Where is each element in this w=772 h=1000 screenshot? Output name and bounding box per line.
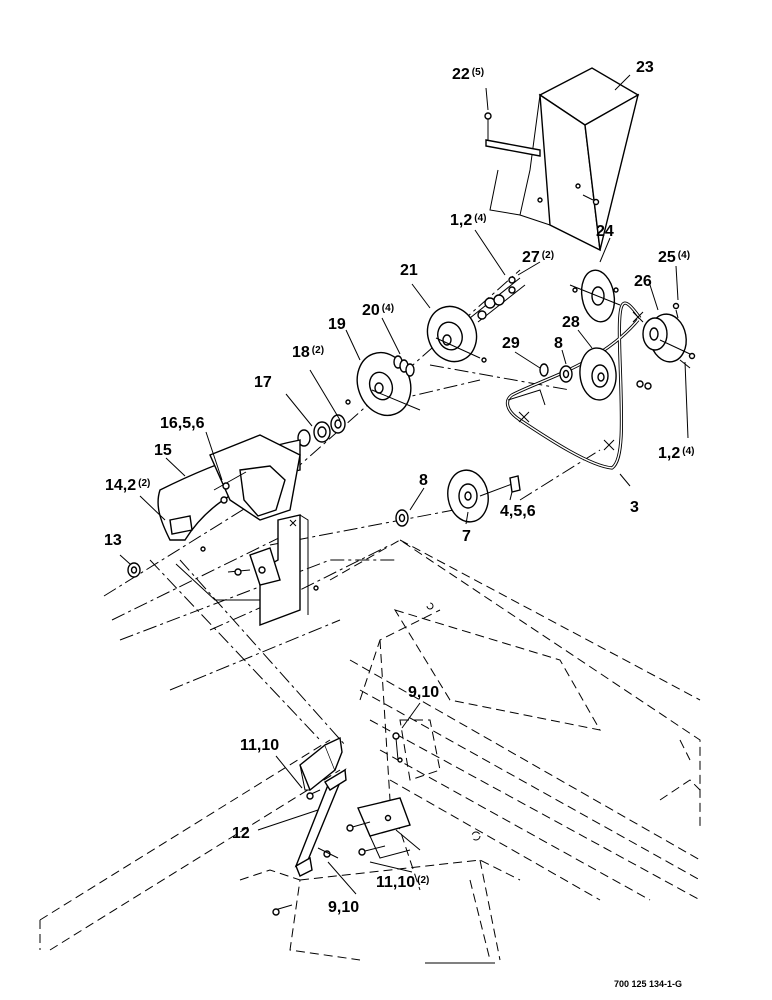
label-27: 27(2)	[522, 249, 554, 266]
drawing-code: 700 125 134-1-G	[614, 979, 682, 989]
shield-part-23	[485, 67, 640, 252]
label-8-lower: 8	[419, 472, 428, 489]
label-20: 20(4)	[362, 302, 394, 319]
cylinder-lower	[299, 736, 343, 792]
pulley-part-19	[356, 351, 421, 417]
bolts-part-1-2-upper	[469, 276, 526, 323]
label-3: 3	[630, 499, 639, 516]
label-25: 25(4)	[658, 249, 690, 266]
label-13: 13	[104, 532, 122, 549]
label-28: 28	[562, 314, 580, 331]
label-1-2-upper: 1,2(4)	[450, 212, 486, 229]
spacer-part-8-upper	[559, 365, 573, 383]
bolts-lower	[272, 732, 403, 916]
bracket-part-15	[157, 434, 301, 541]
label-26: 26	[634, 273, 652, 290]
bolt-part-22	[484, 112, 492, 140]
arm-part-12	[294, 768, 347, 877]
label-21: 21	[400, 262, 418, 279]
leader-lines	[119, 74, 689, 895]
label-19: 19	[328, 316, 346, 333]
label-14-2: 14,2(2)	[105, 477, 150, 494]
spacer-part-8-lower	[395, 509, 409, 527]
label-8-upper: 8	[554, 335, 563, 352]
label-7: 7	[462, 528, 471, 545]
bearing-parts-17-18	[297, 399, 351, 447]
label-1-2-lower: 1,2(4)	[658, 445, 694, 462]
label-11-10-right: 11,10(2)	[376, 874, 429, 891]
pulley-part-28	[579, 347, 617, 401]
label-18: 18(2)	[292, 344, 324, 361]
bearings-part-20	[393, 355, 415, 377]
label-16-5-6: 16,5,6	[160, 415, 205, 432]
bushing-part-13	[127, 562, 141, 578]
label-24: 24	[596, 223, 614, 240]
label-22: 22(5)	[452, 66, 484, 83]
nuts-right	[636, 359, 691, 390]
label-9-10-lower: 9,10	[328, 899, 359, 916]
label-12: 12	[232, 825, 250, 842]
label-29: 29	[502, 335, 520, 352]
label-9-10-upper: 9,10	[408, 684, 439, 701]
disc-part-24	[569, 269, 621, 323]
label-23: 23	[636, 59, 654, 76]
belt-part-3	[505, 301, 644, 470]
label-4-5-6: 4,5,6	[500, 503, 536, 520]
callout-labels: 22(5) 23 1,2(4) 27(2) 24 25(4) 26 21 20(…	[104, 59, 694, 916]
bracket-lower-center	[357, 797, 421, 859]
machine-frame	[39, 539, 701, 964]
pulley-part-7	[447, 469, 489, 523]
label-15: 15	[154, 442, 172, 459]
pulley-part-21	[426, 305, 487, 363]
bolt-part-4-5-6	[479, 475, 521, 497]
label-11-10-left: 11,10	[240, 737, 279, 754]
hub-part-26	[642, 302, 696, 363]
washer-part-29	[539, 363, 549, 377]
label-17: 17	[254, 374, 272, 391]
mount-plate	[175, 514, 319, 627]
